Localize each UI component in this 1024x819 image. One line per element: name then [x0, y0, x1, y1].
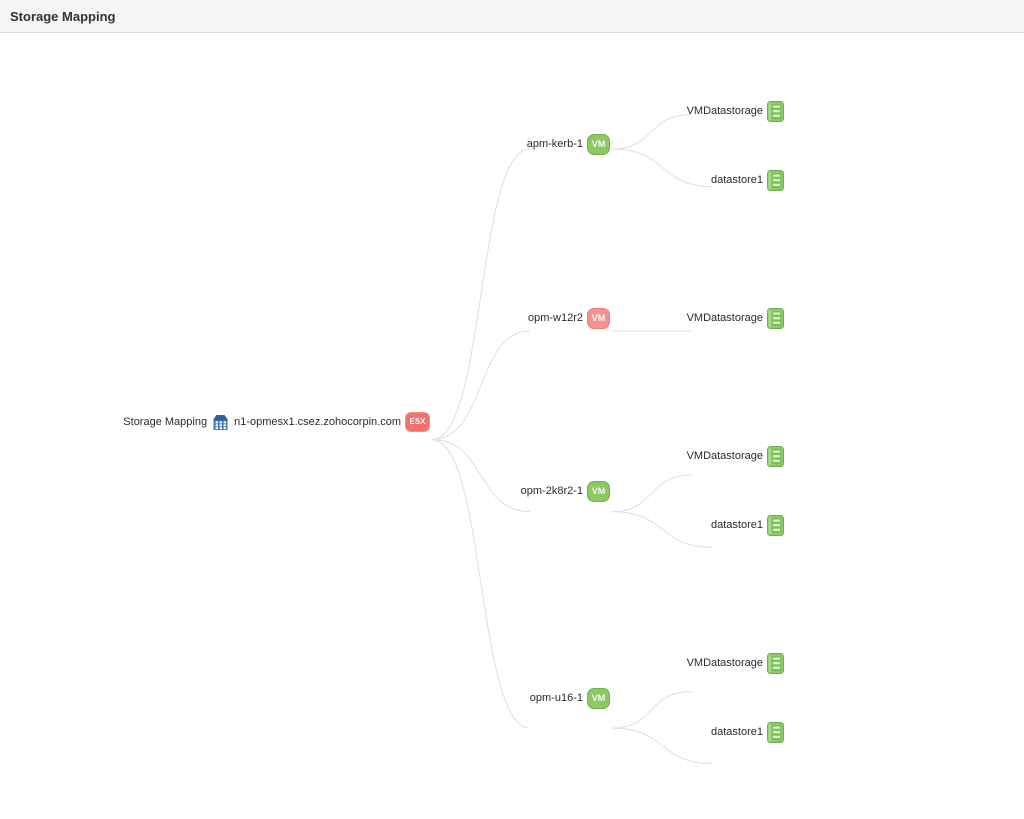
vm-label: opm-u16-1	[529, 691, 583, 704]
vm-node-opm-2k8r2-1[interactable]: opm-2k8r2-1 VM	[521, 480, 610, 502]
vm-node-opm-w12r2[interactable]: opm-w12r2 VM	[528, 307, 610, 329]
datastore-label: VMDatastorage	[686, 449, 763, 462]
vm-node-apm-kerb-1[interactable]: apm-kerb-1 VM	[527, 133, 610, 155]
datastore-node-VMDatastorage-0[interactable]: VMDatastorage	[687, 100, 784, 122]
datastore-icon	[767, 307, 784, 329]
datastore-label: datastore1	[711, 518, 763, 531]
datastore-node-VMDatastorage-1[interactable]: VMDatastorage	[687, 307, 784, 329]
vm-node-opm-u16-1[interactable]: opm-u16-1 VM	[530, 687, 610, 709]
datastore-label: datastore1	[711, 173, 763, 186]
root-node[interactable]: Storage Mapping n1-opmesx1.csez.zohocorpi…	[123, 411, 430, 433]
vm-badge: VM	[587, 133, 610, 155]
esx-host-label: n1-opmesx1.csez.zohocorpin.com	[234, 415, 401, 428]
datastore-node-datastore1-0[interactable]: datastore1	[711, 169, 784, 191]
datastore-icon	[767, 514, 784, 536]
datastore-label: VMDatastorage	[686, 104, 763, 117]
datastore-icon	[767, 100, 784, 122]
building-icon	[211, 413, 230, 431]
vm-badge: VM	[587, 307, 610, 329]
vm-badge: VM	[587, 687, 610, 709]
vm-badge: VM	[587, 480, 610, 502]
datastore-icon	[767, 169, 784, 191]
datastore-node-datastore1-3[interactable]: datastore1	[711, 721, 784, 743]
datastore-node-datastore1-2[interactable]: datastore1	[711, 514, 784, 536]
datastore-node-VMDatastorage-3[interactable]: VMDatastorage	[687, 652, 784, 674]
page-title: Storage Mapping	[10, 8, 116, 24]
datastore-node-VMDatastorage-2[interactable]: VMDatastorage	[687, 445, 784, 467]
vm-label: opm-w12r2	[527, 311, 583, 324]
esx-badge: ESX	[405, 412, 430, 432]
datastore-label: VMDatastorage	[686, 656, 763, 669]
vm-label: opm-2k8r2-1	[520, 484, 583, 497]
datastore-icon	[767, 721, 784, 743]
datastore-label: VMDatastorage	[686, 311, 763, 324]
datastore-label: datastore1	[711, 725, 763, 738]
datastore-icon	[767, 652, 784, 674]
vm-label: apm-kerb-1	[526, 137, 583, 150]
root-label: Storage Mapping	[123, 415, 208, 428]
page-header: Storage Mapping	[0, 0, 1024, 33]
datastore-icon	[767, 445, 784, 467]
storage-mapping-canvas: Storage Mapping n1-opmesx1.csez.zohocorpi…	[0, 34, 1024, 785]
